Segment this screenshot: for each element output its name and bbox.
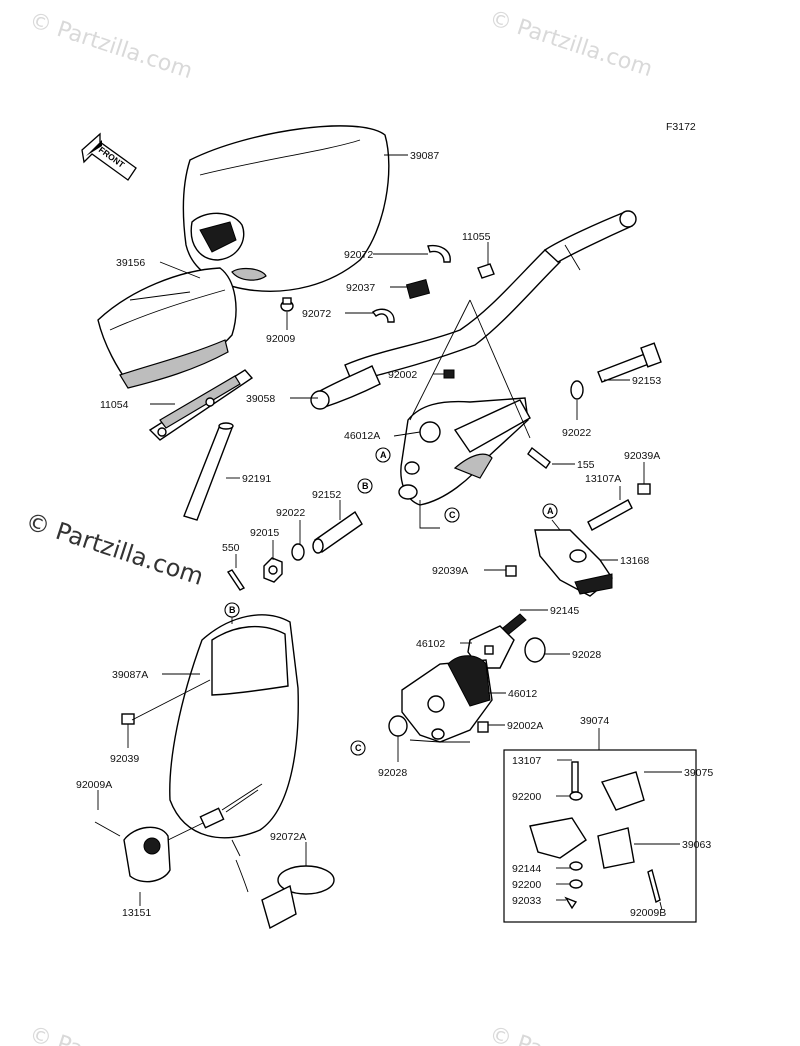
label-46012A: 46012A xyxy=(344,430,380,442)
label-39075: 39075 xyxy=(684,767,713,779)
label-39058: 39058 xyxy=(246,393,275,405)
bracket-11054 xyxy=(148,369,254,441)
svg-text:C: C xyxy=(449,510,456,520)
label-92072-mid: 92072 xyxy=(302,308,331,320)
callout-c-upper: C xyxy=(444,507,460,523)
label-92002A: 92002A xyxy=(507,720,543,732)
label-155: 155 xyxy=(577,459,595,471)
label-46012: 46012 xyxy=(508,688,537,700)
steering-bracket-46012A xyxy=(398,397,531,506)
label-92028-bottom: 92028 xyxy=(378,767,407,779)
part-labels: 39087 39156 92009 11054 92191 92072 1105… xyxy=(76,150,713,919)
watermark-bottom-left: © Pa xyxy=(26,1022,86,1046)
label-92022-left: 92022 xyxy=(276,507,305,519)
connector-92037 xyxy=(405,279,431,299)
tube-92191 xyxy=(183,422,234,521)
label-92144: 92144 xyxy=(512,863,541,875)
clip-11055 xyxy=(477,263,495,279)
svg-text:A: A xyxy=(380,450,387,460)
label-92072A: 92072A xyxy=(270,831,306,843)
svg-text:C: C xyxy=(355,743,362,753)
washer-92022-right xyxy=(570,380,584,400)
lever-13168 xyxy=(534,529,613,597)
clamp-92072A xyxy=(231,839,335,930)
bolt-92002A xyxy=(477,721,489,733)
callout-b-upper: B xyxy=(357,478,373,494)
label-39074: 39074 xyxy=(580,715,609,727)
label-550: 550 xyxy=(222,542,240,554)
svg-text:B: B xyxy=(362,481,369,491)
callout-c-lower: C xyxy=(350,740,366,756)
label-92072-top: 92072 xyxy=(344,249,373,261)
label-13107A: 13107A xyxy=(585,473,621,485)
label-92037: 92037 xyxy=(346,282,375,294)
label-92015: 92015 xyxy=(250,527,279,539)
front-arrow-icon: FRONT xyxy=(81,132,137,181)
callout-a-lower: A xyxy=(542,503,558,519)
label-92009A: 92009A xyxy=(76,779,112,791)
figure-code: F3172 xyxy=(666,121,696,133)
sleeve-92152 xyxy=(312,510,363,554)
label-46102: 46102 xyxy=(416,638,445,650)
label-92039A-mid: 92039A xyxy=(432,565,468,577)
bracket-46012 xyxy=(401,655,493,743)
label-92153: 92153 xyxy=(632,375,661,387)
screw-92039A-mid xyxy=(505,565,517,577)
leader-lines xyxy=(97,154,682,911)
handle-cover-upper xyxy=(182,125,390,292)
watermark-top-right: © Partzilla.com xyxy=(486,6,655,82)
label-39087A: 39087A xyxy=(112,669,148,681)
screw-92039A-top xyxy=(637,483,651,495)
label-92152: 92152 xyxy=(312,489,341,501)
label-39156: 39156 xyxy=(116,257,145,269)
watermark-bottom-right: © Pa xyxy=(486,1022,546,1046)
label-92009: 92009 xyxy=(266,333,295,345)
clamp-92072-top xyxy=(427,244,451,263)
label-92002: 92002 xyxy=(388,369,417,381)
pad-cover xyxy=(97,267,237,389)
label-92022-right: 92022 xyxy=(562,427,591,439)
label-39087: 39087 xyxy=(410,150,439,162)
washer-92028-right xyxy=(524,637,546,663)
nut-92015 xyxy=(263,557,283,583)
label-92191: 92191 xyxy=(242,473,271,485)
label-92200-bottom: 92200 xyxy=(512,879,541,891)
washer-92022-left xyxy=(291,543,305,561)
label-92028-right: 92028 xyxy=(572,649,601,661)
label-92033: 92033 xyxy=(512,895,541,907)
watermark-top-left: © Partzilla.com xyxy=(26,8,195,84)
callout-b-lower: B xyxy=(224,602,240,618)
label-13107: 13107 xyxy=(512,755,541,767)
label-92039: 92039 xyxy=(110,753,139,765)
handle-cover-lower xyxy=(169,614,299,839)
watermark-center: © Partzilla.com xyxy=(22,507,207,591)
clamp-92072-mid xyxy=(371,308,395,323)
block-46102 xyxy=(467,625,515,669)
svg-text:B: B xyxy=(229,605,236,615)
washer-92028-bottom xyxy=(388,715,408,737)
label-92009B: 92009B xyxy=(630,907,666,919)
callout-a-upper: A xyxy=(375,447,391,463)
label-13168: 13168 xyxy=(620,555,649,567)
bolt-155 xyxy=(527,446,551,470)
pin-13107A xyxy=(587,499,633,531)
label-13151: 13151 xyxy=(122,907,151,919)
label-39063: 39063 xyxy=(682,839,711,851)
kit-39074-box xyxy=(503,728,697,923)
label-11054: 11054 xyxy=(100,399,129,411)
label-92039A-top: 92039A xyxy=(624,450,660,462)
handlebar xyxy=(310,210,637,410)
switch-13151 xyxy=(94,783,263,883)
pin-550 xyxy=(226,569,246,591)
bolt-92002 xyxy=(443,369,455,379)
screw-92039-bottom xyxy=(121,713,135,725)
svg-text:A: A xyxy=(547,506,554,516)
label-92145: 92145 xyxy=(550,605,579,617)
label-11055: 11055 xyxy=(462,231,491,243)
label-92200-top: 92200 xyxy=(512,791,541,803)
screw-92009 xyxy=(280,297,294,312)
shaft-92153 xyxy=(597,342,662,383)
